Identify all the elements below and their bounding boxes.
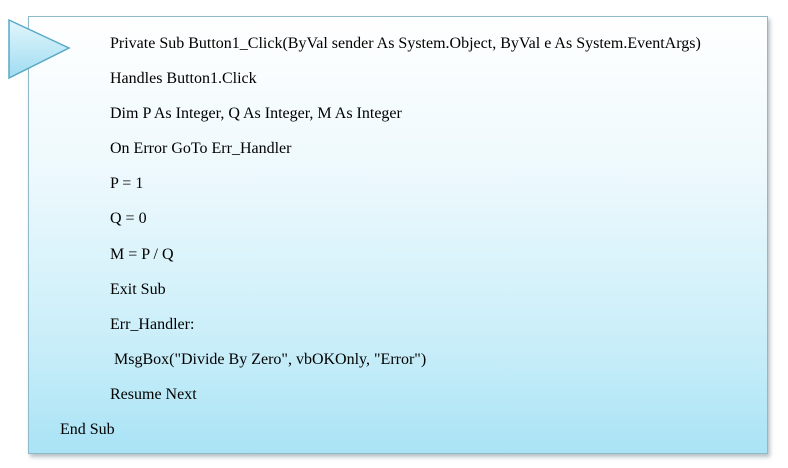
code-line: Resume Next	[110, 386, 197, 403]
code-line: M = P / Q	[110, 246, 174, 263]
code-line: Private Sub Button1_Click(ByVal sender A…	[110, 35, 701, 52]
code-line: Q = 0	[110, 210, 147, 227]
code-box	[28, 16, 768, 454]
code-line: Dim P As Integer, Q As Integer, M As Int…	[110, 105, 402, 122]
code-line: Handles Button1.Click	[110, 70, 257, 87]
code-line: P = 1	[110, 175, 144, 192]
triangle-arrow-icon	[8, 18, 71, 80]
code-line: Err_Handler:	[110, 316, 195, 333]
code-line: End Sub	[60, 421, 115, 438]
code-line: Exit Sub	[110, 281, 166, 298]
code-line: MsgBox("Divide By Zero", vbOKOnly, "Erro…	[110, 351, 427, 368]
code-line: On Error GoTo Err_Handler	[110, 140, 292, 157]
